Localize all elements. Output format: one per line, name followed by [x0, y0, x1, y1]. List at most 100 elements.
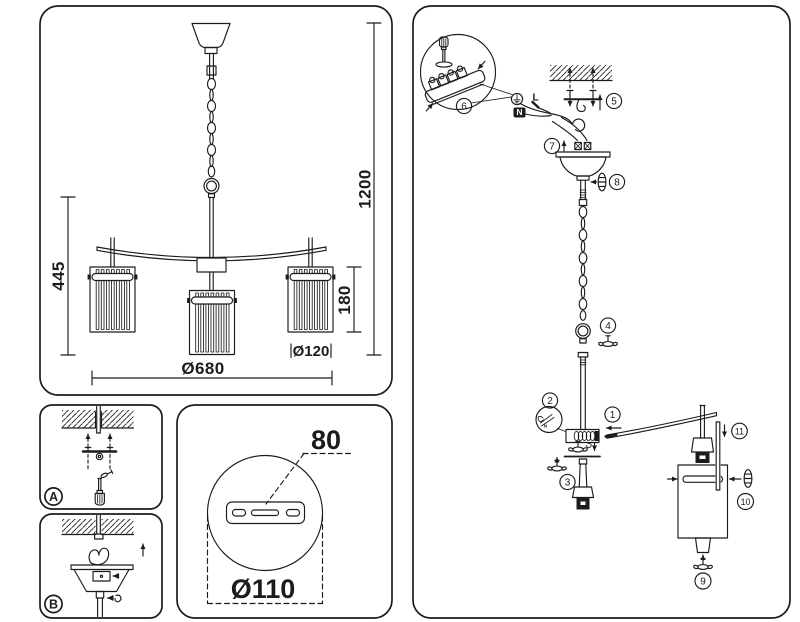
canopy-base-circle: [206, 454, 324, 572]
dim-shade-height: 180: [335, 266, 362, 333]
arm-part: [604, 411, 718, 439]
ground-icon: [510, 92, 524, 106]
washer: [435, 61, 453, 68]
plug-wire: [551, 120, 579, 142]
anchor-screws: [84, 433, 114, 471]
dim-shade-diameter: Ø120: [290, 343, 332, 360]
dim-body-height: 445: [49, 196, 76, 356]
mount-plate-panel: 80 Ø110: [176, 404, 393, 619]
screw-and-washer: [100, 469, 114, 479]
panel-border: [176, 404, 393, 619]
wire: [520, 103, 551, 115]
slot-length-label: 80: [311, 425, 341, 455]
part-badge-4: 4: [599, 317, 617, 334]
callout-leader: [479, 83, 513, 95]
ceiling: [549, 65, 613, 82]
part-number: 10: [741, 497, 751, 507]
hanging-ring: [203, 165, 220, 198]
pipe-below: [97, 597, 103, 618]
part-number: 1: [610, 410, 616, 421]
terminal-block: [424, 60, 486, 112]
part-number: 2: [547, 396, 553, 407]
bottom-finial: [693, 537, 713, 570]
plug-wire: [560, 116, 588, 142]
arm-socket: [690, 404, 715, 463]
thumb-nut-8: [590, 172, 607, 192]
assembly-chain: [578, 205, 588, 311]
panel-border: [39, 404, 163, 510]
wire-over-hook: [571, 118, 586, 132]
hub-wing-screw: [568, 440, 598, 453]
chain-coupler-4: [575, 310, 618, 347]
shade-left: [87, 266, 138, 333]
shade-right: [285, 266, 336, 333]
part-number: 7: [549, 142, 555, 153]
ceiling-hook: [576, 99, 586, 113]
center-rod: [209, 196, 214, 259]
wire-loops: [88, 547, 110, 566]
neutral-wire-label: N: [516, 107, 522, 117]
center-rod: [577, 351, 589, 431]
part-number: 3: [565, 478, 571, 489]
chain: [206, 77, 217, 168]
support-rod-11: [715, 421, 728, 491]
step-a-panel: A: [39, 404, 163, 510]
ceiling: [61, 410, 135, 429]
step-a-label: A: [49, 490, 58, 504]
part-badge-1: 1: [604, 406, 621, 423]
terminal-callout: 6: [419, 33, 513, 115]
screwdriver: [94, 477, 105, 506]
shade-height-label: 180: [335, 285, 354, 315]
glass-shade: [666, 464, 742, 539]
total-drop-label: 1200: [356, 169, 375, 208]
center-socket: [547, 456, 595, 510]
thumb-nut-10: [743, 469, 753, 488]
dimension-panel: 445 1200 180 Ø120 Ø680: [39, 5, 393, 396]
body-height-label: 445: [49, 261, 68, 291]
part-badge-5: 5: [605, 92, 623, 110]
panel-border: [39, 5, 393, 396]
step-a-badge: A: [44, 487, 63, 506]
part-badge-8: 8: [608, 173, 626, 191]
panel-border: [39, 513, 163, 619]
shade-diameter-label: Ø120: [293, 343, 330, 360]
plate-diameter-label: Ø110: [231, 574, 296, 604]
panel-border: [412, 5, 791, 619]
step-b-panel: B: [39, 513, 163, 619]
canopy: [70, 564, 134, 599]
shade-center: [187, 289, 237, 356]
part-badge-7: 7: [543, 137, 561, 155]
callout-leader: [470, 96, 512, 104]
hub-assembly: [563, 428, 601, 458]
part-badge-2: 2: [541, 392, 559, 409]
assembly-canopy: [555, 151, 611, 207]
mounting-bracket: [81, 450, 118, 461]
step-b-label: B: [49, 598, 58, 612]
mount-plate: [225, 501, 306, 525]
part-number: 9: [700, 577, 706, 588]
canopy: [191, 22, 231, 80]
part-badge-11: 11: [731, 422, 748, 440]
part-number: 6: [461, 102, 467, 113]
dim-total-drop: 1200: [356, 22, 382, 356]
part-badge-3: 3: [559, 473, 576, 491]
locking-screw: [106, 594, 122, 603]
dim-fixture-diameter: Ø680: [91, 359, 333, 386]
threaded-pipe: [96, 405, 101, 434]
assembly-panel: 6 5 L N: [412, 5, 791, 619]
step-b-badge: B: [44, 594, 63, 614]
wiring: L N: [510, 92, 592, 151]
part-badge-6: 6: [455, 97, 473, 115]
wire: [524, 113, 552, 117]
wire-bundle: [549, 112, 574, 126]
wire-plugs: [574, 141, 592, 151]
part-number: 11: [735, 426, 744, 436]
line-wire-end: [531, 100, 540, 109]
callout-neutral-label: N: [544, 424, 548, 429]
hook-bracket: 5: [563, 67, 623, 113]
leader-line: [265, 452, 305, 505]
threaded-pipe: [94, 514, 104, 540]
callout-screwdriver: [438, 36, 449, 62]
